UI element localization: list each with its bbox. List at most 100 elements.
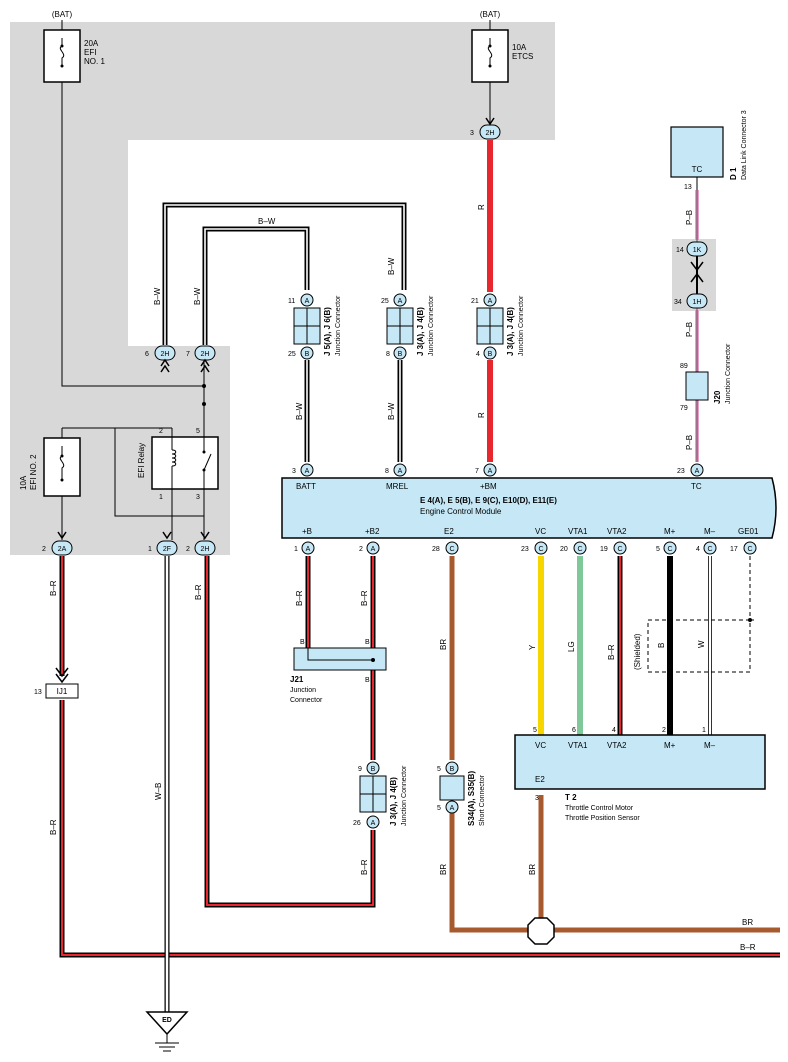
svg-text:17: 17 — [730, 546, 738, 553]
throttle-pin-vc: VC — [535, 741, 546, 750]
ecm-title: E 4(A), E 5(B), E 9(C), E10(D), E11(E) — [420, 496, 557, 505]
throttle-control-motor: VC VTA1 VTA2 M+ M– E2 3 T 2 Throttle Con… — [514, 734, 766, 822]
ecm-pin-vc: VC — [535, 527, 546, 536]
svg-text:C: C — [577, 546, 582, 553]
svg-text:4: 4 — [476, 351, 480, 358]
svg-text:A: A — [450, 805, 455, 812]
relay-pin-5: 5 — [196, 428, 200, 435]
svg-text:C: C — [747, 546, 752, 553]
j5j6-sub: Junction Connector — [335, 295, 342, 356]
efi-relay: EFI Relay 2 5 1 3 — [137, 428, 219, 501]
bat-label-2: (BAT) — [480, 10, 501, 19]
svg-text:2H: 2H — [161, 351, 170, 358]
svg-text:8: 8 — [385, 468, 389, 475]
svg-text:28: 28 — [432, 546, 440, 553]
d1-pin-tc: TC — [692, 165, 703, 174]
svg-text:7: 7 — [186, 351, 190, 358]
wire-label-bw-3: B–W — [387, 257, 396, 275]
wire-label-brown-1: BR — [439, 639, 448, 650]
fuse-etcs-amps: 10A — [512, 43, 527, 52]
svg-text:13: 13 — [684, 184, 692, 191]
s34-title: S34(A), S35(B) — [467, 771, 476, 826]
wire-label-br-j3: B–R — [360, 859, 369, 875]
junction-dot-efi1 — [202, 384, 206, 388]
svg-text:5: 5 — [437, 805, 441, 812]
svg-text:A: A — [488, 468, 493, 475]
ecm-pin-b2: +B2 — [365, 527, 380, 536]
wire-label-bw-2: B–W — [193, 287, 202, 305]
svg-text:B: B — [300, 639, 305, 646]
ecm-pin-mrel: MREL — [386, 482, 409, 491]
svg-text:2A: 2A — [58, 546, 67, 553]
wire-label-bw-top: B–W — [258, 217, 276, 226]
ecm-pin-ge01: GE01 — [738, 527, 759, 536]
shield-junction — [748, 618, 752, 622]
j3j4-r-title: J 3(A), J 4(B) — [506, 307, 515, 356]
connector-ij1: IJ1 13 — [34, 667, 79, 699]
fuse-efi1-amps: 20A — [84, 39, 99, 48]
relay-pin-3: 3 — [196, 494, 200, 501]
svg-text:C: C — [707, 546, 712, 553]
connector-j5-j6: J 5(A), J 6(B) Junction Connector — [293, 295, 342, 356]
svg-text:5: 5 — [533, 727, 537, 734]
connector-s34-s35: S34(A), S35(B) Short Connector — [439, 771, 486, 826]
svg-text:B: B — [305, 351, 310, 358]
fuse-etcs-l1: ETCS — [512, 52, 533, 61]
ecm-pin-mplus: M+ — [664, 527, 676, 536]
svg-text:2F: 2F — [163, 546, 171, 553]
svg-text:21: 21 — [471, 298, 479, 305]
throttle-title: T 2 — [565, 793, 577, 802]
svg-text:3: 3 — [470, 130, 474, 137]
svg-text:25: 25 — [288, 351, 296, 358]
ecm-pin-b: +B — [302, 527, 312, 536]
throttle-signal-wires — [538, 556, 754, 735]
svg-text:B: B — [450, 766, 455, 773]
relay-pin-1: 1 — [159, 494, 163, 501]
signal-wires-thin — [61, 82, 491, 540]
svg-text:A: A — [371, 820, 376, 827]
svg-text:A: A — [306, 546, 311, 553]
wire-label-brown-2: BR — [439, 864, 448, 875]
d1-sub: Data Link Connector 3 — [741, 110, 748, 180]
fuse-efi-no2: 10A EFI NO. 2 — [19, 437, 81, 497]
wire-label-lg: LG — [567, 641, 576, 652]
svg-text:B: B — [398, 351, 403, 358]
svg-text:6: 6 — [572, 727, 576, 734]
svg-text:C: C — [449, 546, 454, 553]
svg-text:2: 2 — [662, 727, 666, 734]
svg-text:1H: 1H — [693, 299, 702, 306]
svg-text:13: 13 — [34, 689, 42, 696]
svg-text:B: B — [371, 766, 376, 773]
svg-text:C: C — [667, 546, 672, 553]
fuse-efi2-amps: 10A — [19, 475, 28, 490]
wire-label-br-right: B–R — [740, 943, 756, 952]
engine-control-module: BATT MREL +BM TC E 4(A), E 5(B), E 9(C),… — [281, 477, 777, 539]
svg-text:3: 3 — [292, 468, 296, 475]
fuse-relay-zone — [10, 22, 555, 555]
svg-text:7: 7 — [475, 468, 479, 475]
fuse-etcs: 10A ETCS — [471, 20, 533, 83]
svg-text:2H: 2H — [486, 130, 495, 137]
junction-dot-relay — [202, 402, 206, 406]
j21-sub1: Junction — [290, 687, 316, 694]
bat-label-1: (BAT) — [52, 10, 73, 19]
svg-text:14: 14 — [676, 247, 684, 254]
j21-sub2: Connector — [290, 697, 323, 704]
wire-label-br-b2: B–R — [360, 590, 369, 606]
connector-d1: TC D 1 Data Link Connector 3 — [670, 110, 748, 190]
svg-text:5: 5 — [656, 546, 660, 553]
throttle-sub1: Throttle Control Motor — [565, 805, 634, 812]
ecm-pin-mminus: M– — [704, 527, 716, 536]
svg-text:25: 25 — [381, 298, 389, 305]
svg-text:2: 2 — [359, 546, 363, 553]
svg-text:8: 8 — [386, 351, 390, 358]
wire-label-br-vta2: B–R — [607, 644, 616, 660]
wire-label-br-b: B–R — [295, 590, 304, 606]
connector-j3-j4-top: J 3(A), J 4(B) Junction Connector — [386, 295, 435, 356]
fuse-efi-no1: 20A EFI NO. 1 — [43, 20, 105, 83]
throttle-pin-vta1: VTA1 — [568, 741, 588, 750]
s34-sub: Short Connector — [479, 774, 486, 826]
wire-label-pb-1: P–B — [685, 210, 694, 225]
svg-text:4: 4 — [612, 727, 616, 734]
svg-text:ED: ED — [162, 1017, 172, 1024]
